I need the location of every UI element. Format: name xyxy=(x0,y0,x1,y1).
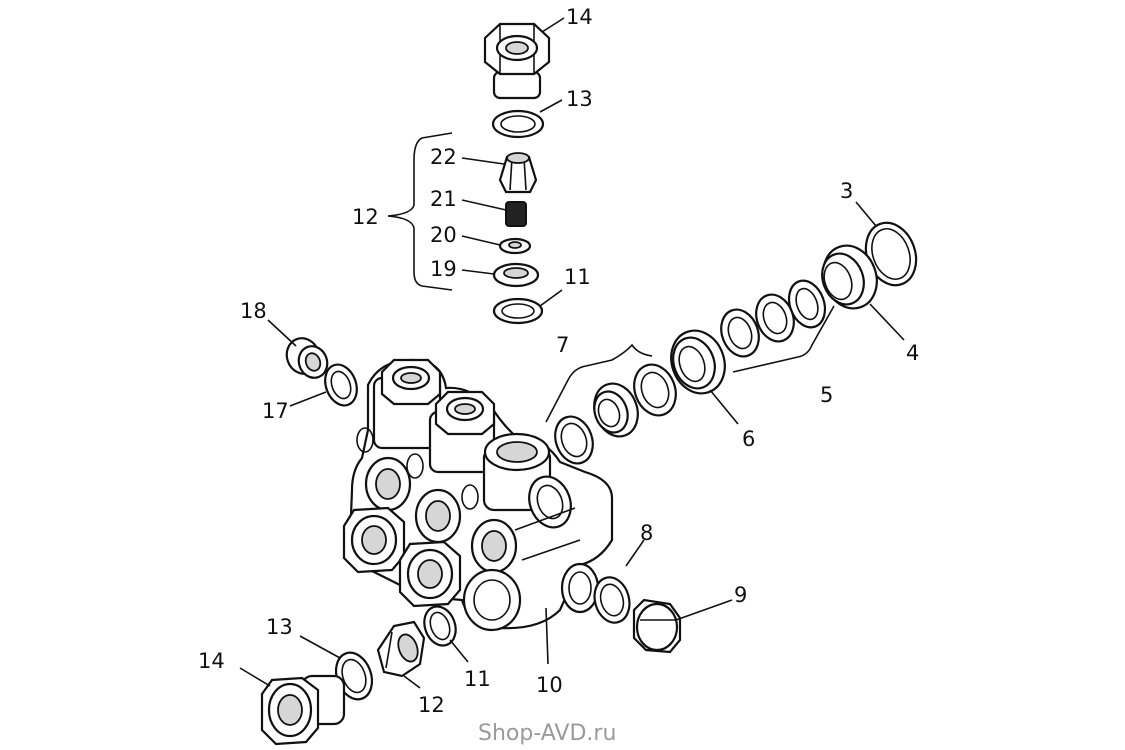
part-14-bottom-plug xyxy=(260,674,346,746)
callout-14-bottom: 14 xyxy=(198,649,225,673)
part-17-oring xyxy=(324,363,358,407)
callout-3: 3 xyxy=(840,179,853,203)
watermark: Shop-AVD.ru xyxy=(478,721,616,746)
callout-21: 21 xyxy=(430,187,457,211)
part-12-bottom-valve xyxy=(376,620,426,678)
callout-10: 10 xyxy=(536,673,563,697)
callout-7: 7 xyxy=(556,333,569,357)
part-3-large-oring xyxy=(864,221,918,287)
part-7-seal-group xyxy=(554,363,677,465)
callout-5: 5 xyxy=(820,383,833,407)
callout-12-bottom: 12 xyxy=(418,693,445,717)
callout-18: 18 xyxy=(240,299,267,323)
part-20-valve-disc xyxy=(498,237,532,255)
part-10-pump-head xyxy=(342,358,614,632)
part-8-oring xyxy=(593,576,631,624)
callout-22: 22 xyxy=(430,145,457,169)
part-11-bottom-oring xyxy=(423,605,457,647)
callout-12-top: 12 xyxy=(352,205,379,229)
part-13-top-oring xyxy=(491,109,545,139)
callout-11-top: 11 xyxy=(564,265,591,289)
callout-11-bottom: 11 xyxy=(464,667,491,691)
part-19-valve-seat xyxy=(492,262,540,288)
callout-9: 9 xyxy=(734,583,747,607)
part-4-seal-retainer xyxy=(821,244,878,310)
bracket-12-top xyxy=(387,132,453,291)
part-6-seal-holder xyxy=(670,329,726,395)
callout-17: 17 xyxy=(262,399,289,423)
callout-6: 6 xyxy=(742,427,755,451)
callout-19: 19 xyxy=(430,257,457,281)
part-21-spring xyxy=(505,201,527,227)
callout-14-top: 14 xyxy=(566,5,593,29)
callout-13-top: 13 xyxy=(566,87,593,111)
callout-20: 20 xyxy=(430,223,457,247)
part-14-top-plug xyxy=(483,22,551,100)
part-22-valve-cage xyxy=(498,152,538,194)
part-5-seal-set xyxy=(720,279,827,358)
callout-13-bottom: 13 xyxy=(266,615,293,639)
part-9-plug xyxy=(632,598,682,654)
bracket-5 xyxy=(732,305,835,373)
callout-8: 8 xyxy=(640,521,653,545)
part-11-top-oring xyxy=(492,297,544,325)
part-18-plug xyxy=(285,337,329,379)
callout-4: 4 xyxy=(906,341,919,365)
bracket-7 xyxy=(545,343,653,423)
